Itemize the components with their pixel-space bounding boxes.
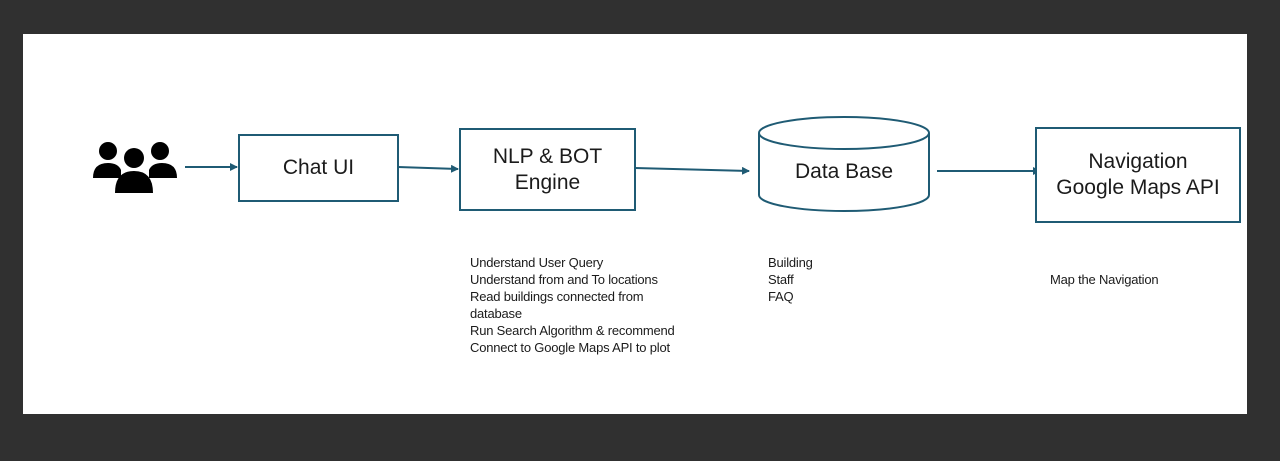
note-item: Building: [768, 255, 813, 270]
navigation-label: Navigation Google Maps API: [1056, 150, 1220, 199]
note-item: Understand from and To locations: [470, 272, 658, 287]
note-item: Understand User Query: [470, 255, 604, 270]
note-item: database: [470, 306, 522, 321]
database-cylinder: Data Base: [758, 116, 930, 212]
nlp-engine-notes: Understand User Query Understand from an…: [470, 254, 730, 356]
slide: [23, 34, 1247, 414]
note-item: Read buildings connected from: [470, 289, 644, 304]
chat-ui-label: Chat UI: [282, 156, 355, 179]
note-item: Run Search Algorithm & recommend: [470, 323, 675, 338]
database-label: Data Base: [795, 160, 893, 183]
note-item: Map the Navigation: [1050, 272, 1159, 287]
chat-ui-box: Chat UI: [238, 134, 399, 202]
navigation-notes: Map the Navigation: [1050, 271, 1210, 288]
note-item: Staff: [768, 272, 794, 287]
note-item: FAQ: [768, 289, 794, 304]
nlp-engine-box: NLP & BOT Engine: [459, 128, 636, 211]
users-group-icon: [93, 142, 177, 193]
arrow-engine-to-database: [634, 166, 750, 175]
arrow-chat-to-engine: [397, 164, 459, 173]
navigation-box: Navigation Google Maps API: [1035, 127, 1241, 223]
database-notes: Building Staff FAQ: [768, 254, 888, 305]
note-item: Connect to Google Maps API to plot: [470, 340, 670, 355]
nlp-engine-label: NLP & BOT Engine: [492, 144, 603, 194]
